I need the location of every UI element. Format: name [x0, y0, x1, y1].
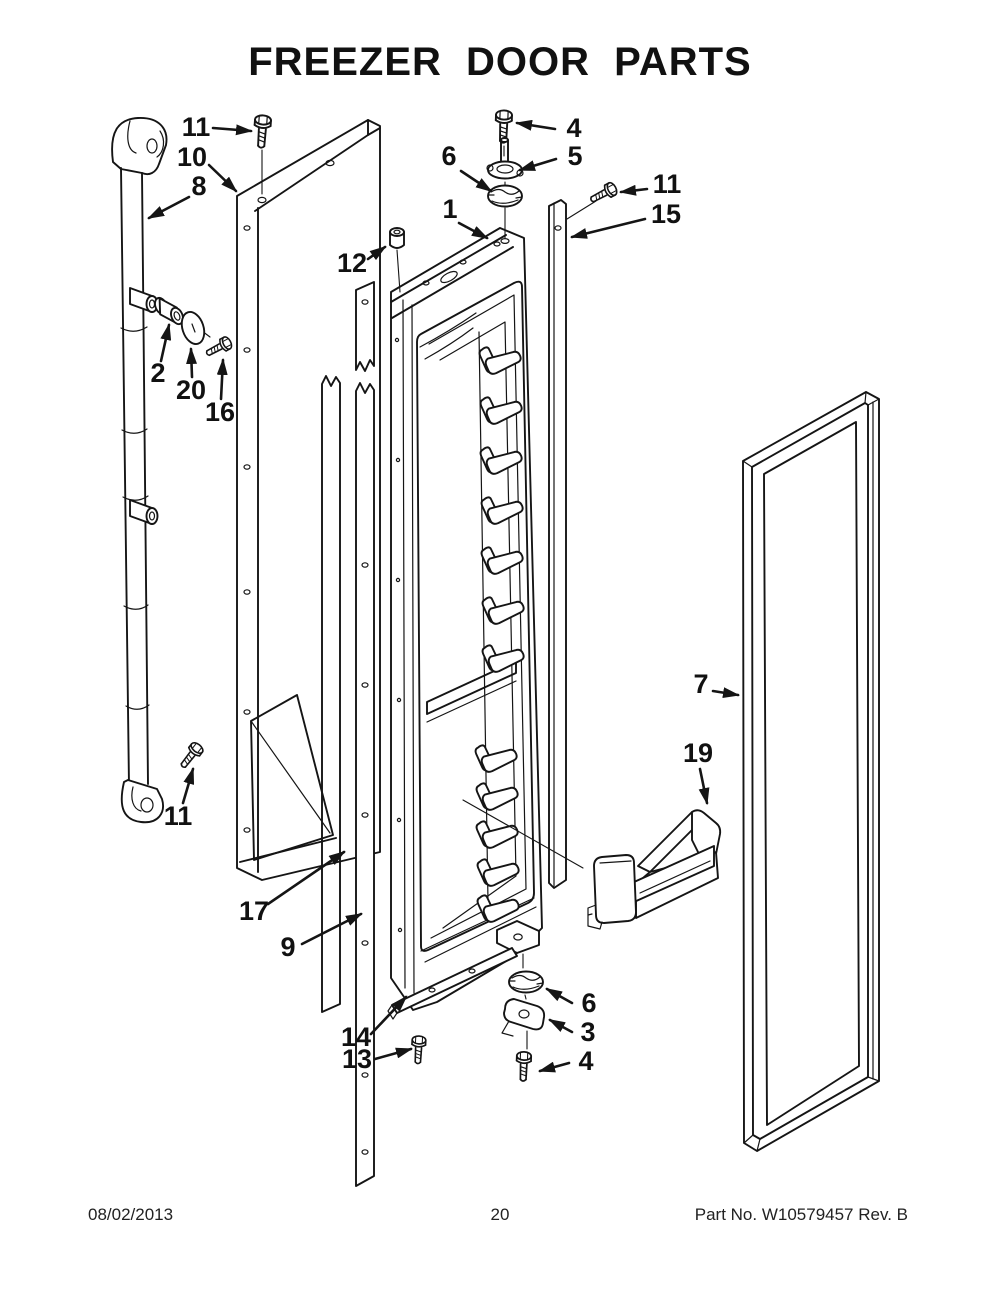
callout-leader-14 — [369, 995, 408, 1036]
callout-leader-2 — [159, 323, 172, 363]
callout-leader-3 — [548, 1018, 574, 1034]
callout-label-4: 4 — [566, 113, 581, 143]
callout-leader-15 — [570, 217, 647, 239]
callout-leader-16 — [216, 358, 228, 401]
alignment-line — [462, 799, 584, 869]
callout-label-12: 12 — [337, 248, 367, 278]
part-13-screw — [410, 1034, 427, 1065]
callout-label-16: 16 — [205, 397, 235, 427]
callout-label-13: 13 — [342, 1044, 372, 1074]
callout-leader-4 — [515, 119, 557, 131]
callout-label-15: 15 — [651, 199, 681, 229]
part-20-trim-cap — [180, 311, 206, 345]
callout-label-11: 11 — [164, 801, 193, 831]
part-7-door-gasket — [742, 391, 880, 1152]
part-12-plug-cap — [389, 227, 405, 293]
callout-leader-17 — [266, 850, 346, 906]
part-4-screw-bottom — [515, 1050, 533, 1083]
callout-label-4: 4 — [578, 1046, 593, 1076]
callout-leader-4 — [538, 1061, 571, 1073]
callout-label-20: 20 — [176, 375, 206, 405]
callout-leader-7 — [711, 687, 740, 699]
part-11-screw-top-right — [566, 180, 620, 220]
part-11-screw-top-left — [252, 113, 273, 195]
callout-leader-20 — [186, 347, 198, 379]
callout-label-7: 7 — [693, 669, 708, 699]
part-3-hinge-bracket — [501, 998, 546, 1037]
part-17-door-sheet — [250, 694, 334, 861]
callout-label-6: 6 — [581, 988, 596, 1018]
callout-leader-6 — [459, 169, 493, 193]
footer-page-number: 20 — [490, 1205, 510, 1224]
part-10-outer-door-panel — [236, 119, 381, 881]
part-16-handle-screw — [203, 334, 235, 361]
callout-leader-11 — [181, 767, 195, 805]
callout-label-6: 6 — [441, 141, 456, 171]
callout-label-2: 2 — [150, 358, 165, 388]
callout-leader-10 — [207, 163, 238, 193]
part-15-side-trim-strip — [548, 199, 567, 889]
callout-leader-11 — [619, 184, 649, 196]
callout-leader-11 — [211, 124, 253, 136]
footer-part-number: Part No. W10579457 Rev. B — [694, 1205, 908, 1224]
callout-leader-8 — [147, 195, 191, 220]
part-6-grommet-top — [487, 184, 523, 245]
callout-label-10: 10 — [177, 142, 207, 172]
callout-leader-6 — [545, 987, 574, 1005]
part-1-freezer-door — [390, 227, 543, 1011]
part-9-trim-strip — [355, 281, 375, 1187]
callout-label-5: 5 — [567, 141, 582, 171]
callout-label-11: 11 — [182, 112, 211, 142]
part-8-door-handle — [111, 117, 168, 824]
callout-leader-1 — [457, 221, 489, 240]
callout-leader-19 — [698, 767, 710, 805]
part-9-trim-strip-inner — [321, 375, 341, 1013]
callout-label-1: 1 — [442, 194, 457, 224]
footer-date: 08/02/2013 — [88, 1205, 174, 1224]
callout-leader-12 — [366, 245, 387, 261]
callout-label-14: 14 — [341, 1022, 371, 1052]
page-title: FREEZER DOOR PARTS — [248, 40, 752, 84]
callout-label-17: 17 — [239, 896, 269, 926]
callout-leader-5 — [518, 157, 558, 172]
callout-label-19: 19 — [683, 738, 713, 768]
part-2-handle-standoff — [154, 296, 211, 338]
part-19-door-bin — [587, 809, 722, 930]
part-11-screw-bottom-left — [176, 739, 206, 772]
callout-label-8: 8 — [191, 171, 206, 201]
part-6-grommet-bottom — [508, 953, 544, 1050]
callout-leader-9 — [300, 912, 363, 946]
callout-leader-13 — [373, 1047, 413, 1061]
callout-label-9: 9 — [280, 932, 295, 962]
callout-label-3: 3 — [580, 1017, 595, 1047]
callout-label-11: 11 — [653, 169, 682, 199]
